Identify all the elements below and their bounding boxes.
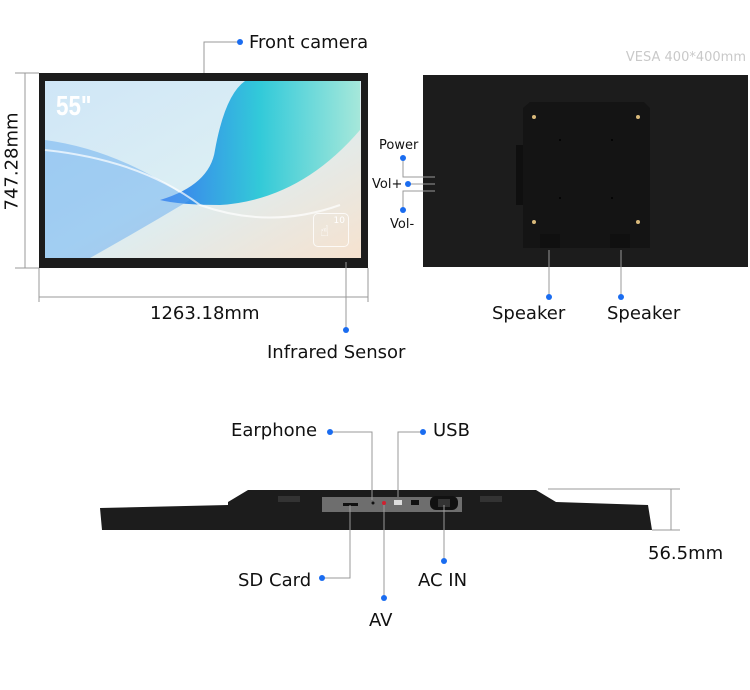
av-label: AV [369,610,393,631]
screen-size-badge: 55" [56,90,92,121]
vol-down-label: Vol- [390,217,415,232]
front-view [39,73,368,268]
vol-up-label: Vol+ [372,177,403,192]
ac-in-label: AC IN [418,570,468,591]
front-camera-label: Front camera [249,32,369,53]
back-view [423,75,748,267]
touch-points: 10 [333,216,345,226]
touch-icon: ☝10 [313,213,349,247]
height-dimension: 747.28mm [1,112,23,211]
power-label: Power [379,138,419,153]
earphone-label: Earphone [231,420,318,441]
sd-card-label: SD Card [238,570,312,591]
speaker-left-label: Speaker [492,303,566,324]
width-dimension: 1263.18mm [150,303,260,324]
speaker-right-label: Speaker [607,303,681,324]
depth-dimension: 56.5mm [648,543,724,564]
infrared-sensor-label: Infrared Sensor [267,342,406,363]
bottom-view [100,490,652,530]
vesa-label: VESA 400*400mm [625,50,746,65]
usb-label: USB [433,420,470,441]
